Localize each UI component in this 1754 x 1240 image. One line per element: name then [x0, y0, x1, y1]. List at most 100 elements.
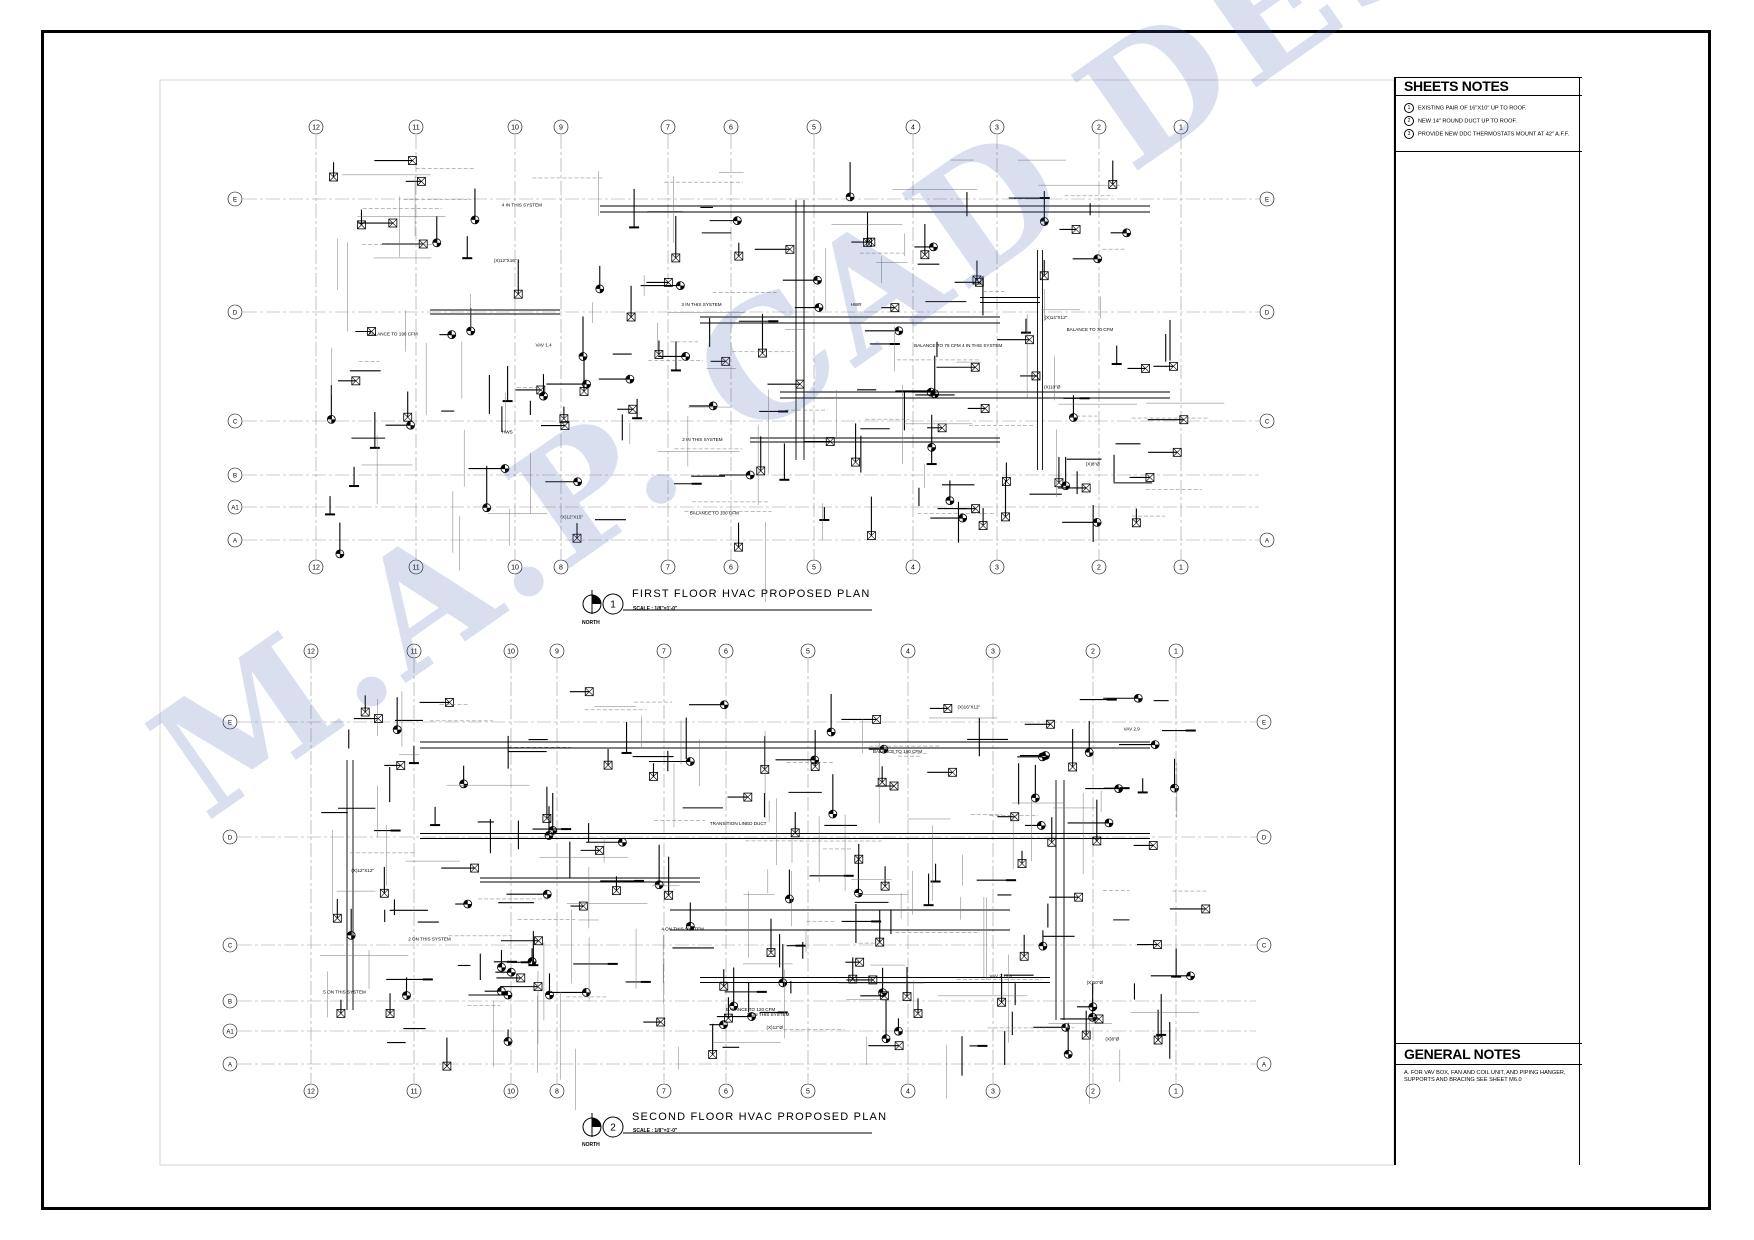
tag-bubble-fill: [1151, 740, 1160, 749]
diffuser-x: [975, 278, 984, 287]
grid-label: C: [233, 420, 238, 426]
diffuser-x: [971, 504, 980, 513]
diffuser: [1074, 892, 1084, 902]
tag-bubble-fill: [1061, 1023, 1070, 1032]
diffuser: [403, 412, 413, 422]
grid-bubble: [1259, 304, 1275, 320]
tag-bubble-fill: [406, 421, 415, 430]
grid-label: D: [1262, 836, 1267, 842]
tag-bubble-fill: [1093, 254, 1102, 263]
plan-1-annotation-11: (X)12"X12": [351, 868, 374, 873]
tag-bubble-fill: [459, 779, 468, 788]
grid-bubble: [227, 304, 243, 320]
grid-label: 8: [559, 565, 563, 572]
diffuser-x: [442, 1061, 452, 1071]
plan-0-annotation-7: (X)12"X15": [560, 515, 583, 520]
tag-bubble-fill: [747, 1012, 756, 1021]
grid-bubble: [553, 559, 569, 575]
grid-bubble: [900, 643, 916, 659]
diffuser-x: [351, 376, 361, 386]
plan-number: 1: [610, 600, 616, 611]
grid-bubble: [985, 643, 1001, 659]
tag-bubble-fill: [618, 838, 627, 847]
plan-1-scale: SCALE : 1/8"=1'-0": [633, 606, 678, 612]
grid-label: A1: [226, 1030, 234, 1036]
diffuser: [649, 771, 658, 781]
diffuser-x: [875, 937, 884, 947]
grid-bubble: [800, 1083, 816, 1099]
tag-bubble-fill: [676, 281, 685, 290]
grid-label: 2: [1097, 125, 1101, 132]
tag-bubble-fill: [1038, 942, 1047, 951]
diffuser-x: [417, 177, 426, 186]
tag-bubble-fill: [573, 477, 582, 486]
diffuser: [1092, 836, 1102, 846]
grid-bubble: [905, 559, 921, 575]
diffuser-x: [612, 886, 621, 895]
grid-label: B: [233, 474, 237, 480]
diffuser: [758, 348, 767, 358]
diffuser: [656, 1017, 666, 1027]
diffuser: [1169, 361, 1178, 371]
tag-bubble-fill: [927, 443, 936, 452]
general-notes-rule: [1396, 1064, 1582, 1065]
diffuser: [766, 948, 776, 957]
diffuser: [719, 981, 729, 991]
grid-label: 7: [662, 649, 666, 656]
diffuser-x: [1179, 415, 1189, 424]
tag-bubble-fill: [810, 755, 819, 764]
diffuser: [724, 1013, 733, 1023]
grid-bubble: [308, 119, 324, 135]
tag-bubble-fill: [543, 890, 552, 899]
diffuser-x: [388, 218, 398, 228]
diffuser-x: [445, 698, 454, 707]
tag-bubble-fill: [733, 216, 742, 225]
diffuser-x: [1010, 812, 1019, 821]
tag-bubble-fill: [681, 352, 690, 361]
diffuser: [572, 533, 582, 543]
grid-bubble: [660, 119, 676, 135]
diffuser-x: [419, 239, 428, 249]
tag-bubble-fill: [746, 470, 755, 479]
diffuser-x: [579, 387, 589, 396]
diffuser-x: [902, 992, 912, 1001]
diffuser-x: [948, 768, 957, 777]
plan-1-annotation-13: VAV 2.9: [1124, 726, 1141, 731]
grid-label: C: [1262, 944, 1267, 950]
diffuser: [379, 888, 389, 898]
grid-bubble: [227, 499, 243, 515]
diffuser-x: [516, 973, 525, 983]
grid-label: 4: [906, 649, 910, 656]
diffuser: [877, 777, 887, 787]
grid-label: 7: [662, 1089, 666, 1096]
tag-bubble-fill: [785, 894, 794, 903]
grid-label: 6: [724, 649, 728, 656]
grid-bubble: [222, 1023, 238, 1039]
plan-0-annotation-9: (X)10"Ø: [1044, 385, 1061, 390]
tag-bubble-fill: [1134, 694, 1143, 703]
diffuser: [445, 697, 454, 707]
grid-label: 5: [812, 565, 816, 572]
diffuser-x: [920, 250, 930, 259]
tag-bubble-fill: [879, 745, 888, 754]
grid-bubble: [406, 643, 422, 659]
diffuser: [1025, 335, 1034, 345]
tag-bubble-fill: [1088, 1002, 1097, 1011]
tag-bubble-fill: [582, 988, 591, 997]
sheet-border: [41, 30, 1711, 1210]
diffuser-x: [1019, 952, 1029, 961]
grid-label: E: [1265, 198, 1269, 204]
grid-bubble: [1091, 559, 1107, 575]
diffuser: [868, 975, 878, 985]
grid-label: 7: [666, 565, 670, 572]
grid-label: 12: [312, 125, 320, 132]
plan-2-scale: SCALE : 1/8"=1'-0": [633, 1128, 678, 1134]
diffuser: [970, 362, 980, 372]
diffuser: [442, 1061, 452, 1071]
grid-bubble: [723, 119, 739, 135]
grid-label: 10: [511, 125, 519, 132]
plan-1-annotation-7: (X)10"Ø: [1087, 980, 1104, 985]
grid-label: 10: [507, 1089, 515, 1096]
